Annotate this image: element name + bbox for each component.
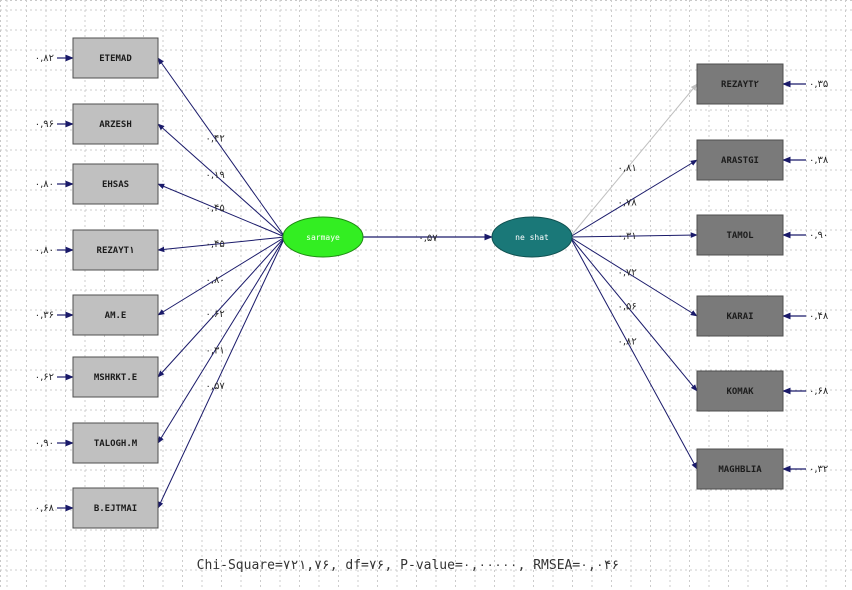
indicator-box — [72, 487, 159, 529]
left-indicator: ETEMAD ۰,۸۲ ۰,۴۲ — [35, 37, 225, 145]
error-variance: ۰,۹۰ — [809, 230, 828, 241]
loading-arrow — [157, 236, 286, 378]
error-variance: ۰,۶۸ — [35, 503, 55, 514]
error-variance: ۰,۶۸ — [809, 386, 829, 397]
indicator-box — [696, 448, 784, 490]
right-indicator: TAMOL ۰,۹۰ ۰,۳۱ — [618, 214, 828, 256]
latent-sarmaye-label: sarmaye — [306, 233, 340, 242]
loading-arrow — [157, 123, 286, 238]
loading-coefficient: ۰,۳۱ — [618, 231, 637, 242]
indicator-box — [72, 103, 159, 145]
indicator-label: REZAYT۲ — [721, 80, 760, 90]
error-variance: ۰,۴۸ — [809, 311, 829, 322]
indicator-box — [72, 356, 159, 398]
error-variance: ۰,۹۶ — [35, 119, 54, 130]
diagram-nodes: sarmaye ne shat ETEMAD ۰,۸۲ ۰,۴۲ ARZESH ۰,۹۶ ۰,… — [35, 37, 829, 529]
loading-coefficient: ۰,۴۵ — [206, 239, 225, 250]
loading-coefficient: ۰,۴۵ — [206, 203, 225, 214]
indicator-label: TAMOL — [726, 231, 754, 241]
indicator-box — [696, 214, 784, 256]
loading-arrow — [157, 236, 286, 316]
indicator-box — [696, 295, 784, 337]
error-variance: ۰,۸۲ — [35, 53, 54, 64]
loading-arrow — [569, 83, 698, 238]
indicator-box — [696, 139, 784, 181]
indicator-label: MAGHBLIA — [718, 465, 762, 475]
loading-coefficient: ۰,۱۹ — [206, 170, 225, 181]
left-indicator: ARZESH ۰,۹۶ ۰,۱۹ — [35, 103, 225, 181]
left-indicator: EHSAS ۰,۸۰ ۰,۴۵ — [35, 163, 225, 214]
indicator-label: KOMAK — [726, 387, 754, 397]
right-indicator: ARASTGI ۰,۳۸ ۰,۷۸ — [618, 139, 829, 208]
loading-arrow — [157, 183, 286, 238]
right-indicator: REZAYT۲ ۰,۳۵ ۰,۸۱ — [618, 63, 828, 174]
loading-coefficient: ۰,۶۲ — [206, 309, 225, 320]
indicator-label: KARAI — [726, 312, 753, 322]
loading-arrow — [157, 236, 286, 253]
latent-neshat-label: ne shat — [515, 233, 549, 242]
loading-coefficient: ۰,۸۰ — [206, 275, 225, 286]
indicator-box — [696, 63, 784, 105]
error-variance: ۰,۸۰ — [35, 179, 54, 190]
indicator-label: B.EJTMAI — [94, 504, 137, 514]
loading-coefficient: ۰,۷۲ — [618, 268, 637, 279]
indicator-label: ARASTGI — [721, 156, 759, 166]
loading-coefficient: ۰,۷۸ — [618, 197, 638, 208]
left-indicator: REZAYT۱ ۰,۸۰ ۰,۴۵ — [35, 229, 225, 271]
loading-arrow — [569, 236, 698, 470]
indicator-label: EHSAS — [102, 180, 129, 190]
error-variance: ۰,۳۶ — [35, 310, 54, 321]
indicator-box — [72, 229, 159, 271]
indicator-label: TALOGH.M — [94, 439, 138, 449]
indicator-box — [72, 37, 159, 79]
path-arrows: ۰,۵۷ — [57, 54, 806, 512]
indicator-box — [72, 294, 159, 336]
right-indicator: KARAI ۰,۴۸ ۰,۷۲ — [618, 268, 829, 337]
indicator-label: AM.E — [105, 311, 127, 321]
latent-neshat — [491, 216, 573, 258]
indicator-box — [72, 163, 159, 205]
error-variance: ۰,۳۲ — [809, 464, 828, 475]
loading-arrow — [569, 236, 698, 392]
loading-coefficient: ۰,۵۶ — [618, 301, 637, 312]
right-indicator: MAGHBLIA ۰,۳۲ ۰,۸۲ — [618, 336, 828, 490]
error-variance: ۰,۶۲ — [35, 372, 54, 383]
indicator-label: ETEMAD — [99, 54, 132, 64]
indicator-box — [696, 370, 784, 412]
left-indicator: TALOGH.M ۰,۹۰ ۰,۳۱ — [35, 345, 225, 464]
loading-coefficient: ۰,۸۲ — [618, 336, 637, 347]
loading-arrow — [569, 232, 698, 238]
latent-sarmaye — [282, 216, 364, 258]
left-indicator: MSHRKT.E ۰,۶۲ ۰,۶۲ — [35, 309, 225, 398]
loading-arrow — [157, 57, 286, 238]
indicator-label: ARZESH — [99, 120, 132, 130]
loading-coefficient: ۰,۸۱ — [618, 163, 637, 174]
indicator-label: REZAYT۱ — [97, 246, 135, 256]
loading-arrow — [569, 159, 698, 238]
fit-statistics: Chi-Square=۷۲۱,۷۶, df=۷۶, P-value=۰,۰۰۰۰… — [197, 558, 620, 573]
loading-arrow — [569, 236, 698, 317]
left-indicator: B.EJTMAI ۰,۶۸ ۰,۵۷ — [35, 381, 226, 529]
error-variance: ۰,۳۸ — [809, 155, 829, 166]
structural-coefficient: ۰,۵۷ — [418, 233, 438, 244]
loading-coefficient: ۰,۳۱ — [206, 345, 225, 356]
left-indicator: AM.E ۰,۳۶ ۰,۸۰ — [35, 275, 225, 336]
loading-coefficient: ۰,۵۷ — [206, 381, 226, 392]
loading-arrow — [157, 236, 286, 509]
indicator-box — [72, 422, 159, 464]
loading-coefficient: ۰,۴۲ — [206, 134, 225, 145]
indicator-label: MSHRKT.E — [94, 373, 137, 383]
right-indicator: KOMAK ۰,۶۸ ۰,۵۶ — [618, 301, 829, 412]
error-variance: ۰,۹۰ — [35, 438, 54, 449]
error-variance: ۰,۸۰ — [35, 245, 54, 256]
error-variance: ۰,۳۵ — [809, 79, 828, 90]
loading-arrow — [157, 236, 286, 444]
